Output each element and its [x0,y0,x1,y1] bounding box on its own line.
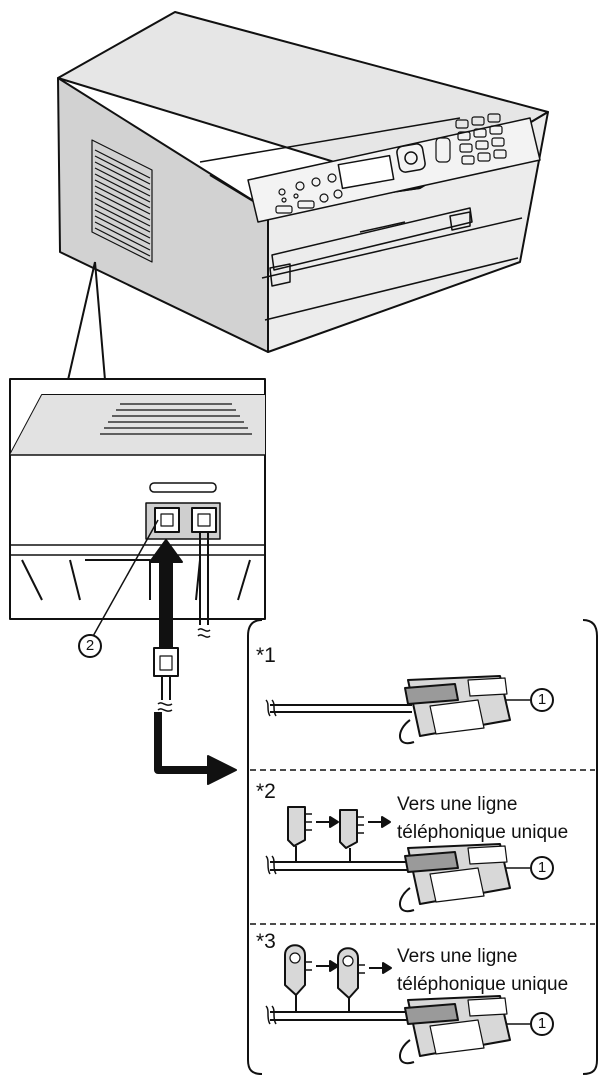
telephone-2-illustration [265,806,530,913]
panel-1-tag: *1 [256,644,276,667]
panel-3-tag: *3 [256,930,276,953]
panel-2-tag: *2 [256,780,276,803]
panel-2-line-label-2: téléphonique unique [397,822,569,843]
panel-2-line-label: Vers une ligne [397,794,518,815]
telephone-3-illustration [265,944,530,1065]
printer-illustration [57,11,549,353]
telephone-1-illustration [265,675,530,745]
panel-3-line-label-2: téléphonique unique [397,974,569,995]
panel-2-callout-1: 1 [530,856,554,880]
rear-panel-closeup [9,378,266,620]
callout-2: 2 [78,634,102,658]
panel-3-callout-1: 1 [530,1012,554,1036]
panel-3-line-label: Vers une ligne [397,946,518,967]
panel-1-callout-1: 1 [530,688,554,712]
